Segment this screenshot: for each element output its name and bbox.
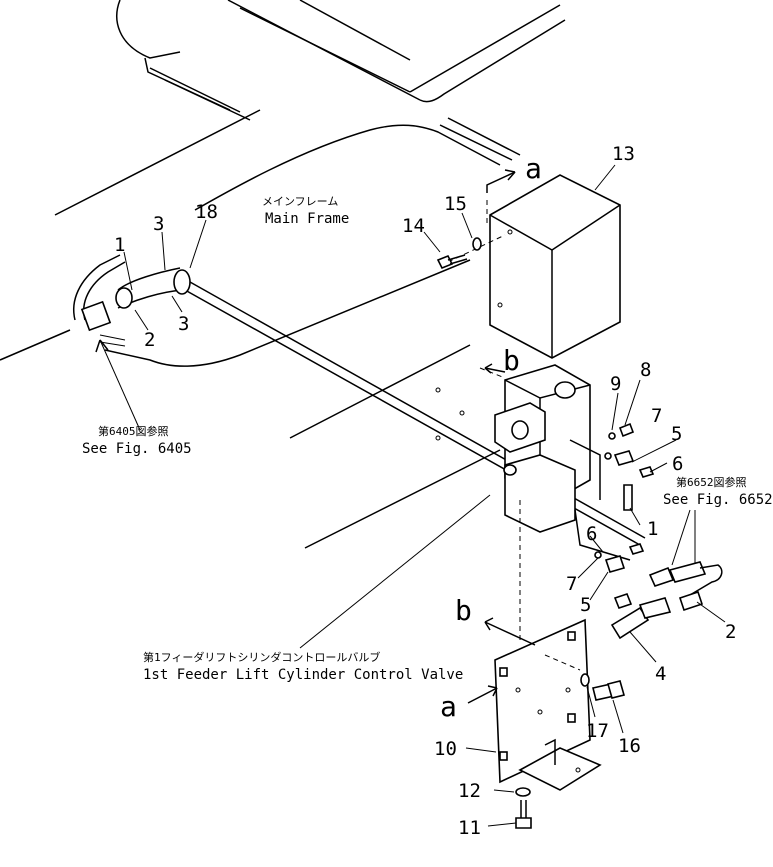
washer-12	[515, 787, 531, 797]
view-b-arrow-bottom	[484, 617, 536, 646]
callout-3-upper: 3	[153, 213, 164, 235]
cover-box	[447, 174, 621, 359]
bolt-16	[592, 680, 625, 701]
fig6405-label-en: See Fig. 6405	[82, 441, 192, 457]
view-b-arrow-top	[484, 363, 506, 374]
fittings	[594, 422, 723, 640]
view-a-arrow-top	[486, 169, 516, 225]
callout-5-lower: 5	[580, 594, 591, 616]
fig6652-label-jp: 第6652図参照	[676, 475, 747, 489]
bolt-14	[436, 254, 468, 270]
view-a-arrow-bottom	[467, 685, 498, 704]
valve-label-en: 1st Feeder Lift Cylinder Control Valve	[143, 667, 463, 683]
callout-16: 16	[618, 735, 641, 757]
valve-label-jp: 第1フィーダリフトシリンダコントロールバルブ	[143, 650, 380, 664]
main-frame-label-en: Main Frame	[265, 211, 349, 227]
callout-2-right: 2	[725, 621, 736, 643]
bolt-11	[515, 800, 532, 829]
main-frame-label-jp: メインフレーム	[262, 195, 338, 208]
callout-15: 15	[444, 193, 467, 215]
callout-1-right: 1	[647, 518, 658, 540]
callout-4: 4	[655, 663, 666, 685]
main-frame-lines	[0, 0, 696, 649]
callout-7-lower: 7	[566, 573, 577, 595]
callout-13: 13	[612, 143, 635, 165]
callout-5-upper: 5	[671, 423, 682, 445]
callout-12: 12	[458, 780, 481, 802]
callout-6-lower: 6	[586, 523, 597, 545]
callout-3-lower: 3	[178, 313, 189, 335]
fig6405-label-jp: 第6405図参照	[98, 424, 169, 438]
callout-11: 11	[458, 817, 481, 839]
callout-7-upper: 7	[651, 405, 662, 427]
callout-6-upper: 6	[672, 453, 683, 475]
callout-18: 18	[195, 201, 218, 223]
view-letter-b-top: b	[503, 344, 520, 377]
callout-10: 10	[434, 738, 457, 760]
callout-14: 14	[402, 215, 425, 237]
callout-8: 8	[640, 359, 651, 381]
callout-leaders	[123, 164, 726, 827]
view-letter-a-bottom: a	[440, 690, 457, 723]
callout-17: 17	[586, 720, 609, 742]
view-letter-a-top: a	[525, 152, 542, 185]
view-letter-b-bottom: b	[455, 594, 472, 627]
callout-1-left: 1	[114, 234, 125, 256]
left-hose-assembly	[73, 254, 191, 347]
control-valve	[435, 364, 631, 561]
callout-2-left: 2	[144, 329, 155, 351]
washer-15	[472, 237, 482, 251]
callout-9: 9	[610, 373, 621, 395]
fig6652-label-en: See Fig. 6652	[663, 492, 773, 508]
washer-17	[580, 673, 590, 687]
bracket-plate	[494, 498, 602, 791]
